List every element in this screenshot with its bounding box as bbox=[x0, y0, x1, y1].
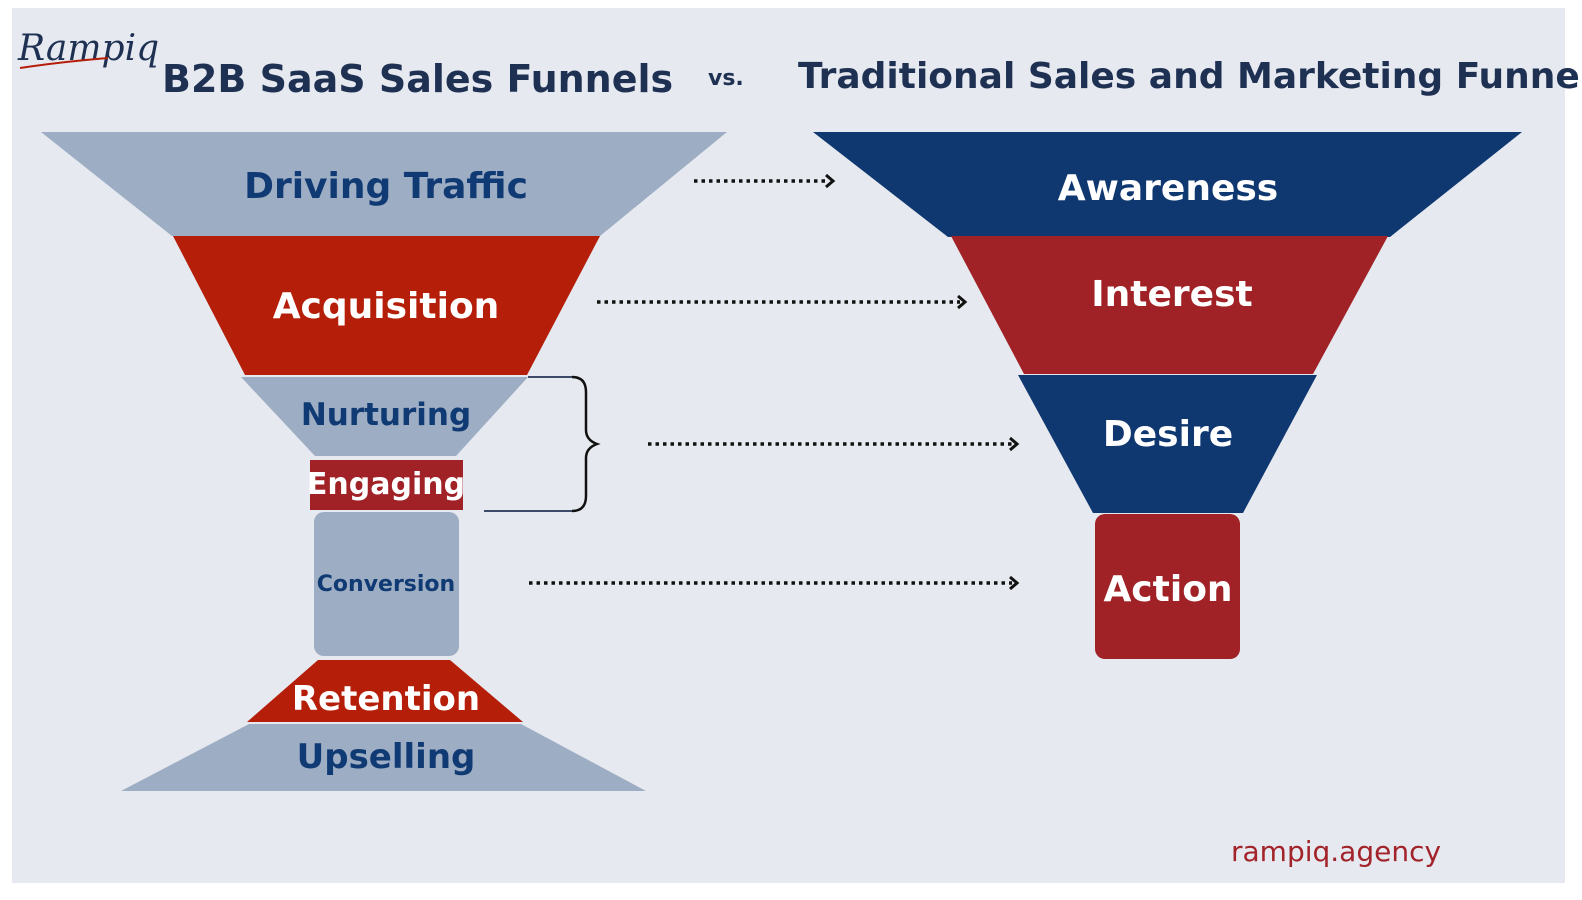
stage-conversion bbox=[314, 512, 459, 656]
vs-label: vs. bbox=[708, 66, 744, 91]
label-acquisition: Acquisition bbox=[273, 286, 500, 327]
label-action: Action bbox=[1103, 569, 1232, 610]
rampiq-logo: Rampiq bbox=[17, 28, 159, 69]
arrow-nurturing-engaging-to-desire bbox=[648, 436, 1020, 452]
brace-curve bbox=[571, 375, 601, 513]
logo-underline bbox=[19, 57, 109, 69]
arrow-driving-traffic-to-awareness bbox=[694, 173, 836, 189]
stage-interest bbox=[951, 236, 1388, 374]
label-conversion: Conversion bbox=[317, 572, 455, 597]
stage-retention bbox=[247, 660, 523, 722]
logo-text: Rampiq bbox=[17, 28, 159, 69]
right-title: Traditional Sales and Marketing Funnels bbox=[798, 56, 1582, 97]
arrow-acquisition-to-interest bbox=[597, 294, 968, 310]
stage-nurturing bbox=[241, 377, 528, 456]
stage-driving-traffic bbox=[41, 132, 727, 236]
label-interest: Interest bbox=[1091, 274, 1252, 315]
arrow-head-icon bbox=[957, 294, 968, 310]
arrow-conversion-to-action bbox=[529, 575, 1020, 591]
mapping-arrows bbox=[529, 173, 1020, 591]
label-upselling: Upselling bbox=[297, 737, 476, 777]
label-engaging: Engaging bbox=[307, 467, 465, 502]
arrow-head-icon bbox=[825, 173, 836, 189]
stage-upselling bbox=[121, 724, 646, 791]
label-desire: Desire bbox=[1103, 414, 1233, 455]
footer-website: rampiq.agency bbox=[1231, 835, 1441, 868]
arrow-head-icon bbox=[1009, 575, 1020, 591]
stage-desire bbox=[1018, 375, 1317, 513]
label-retention: Retention bbox=[292, 679, 480, 719]
arrow-head-icon bbox=[1009, 436, 1020, 452]
stage-action bbox=[1095, 514, 1240, 659]
label-awareness: Awareness bbox=[1058, 168, 1278, 209]
label-nurturing: Nurturing bbox=[301, 397, 471, 433]
left-funnel bbox=[41, 132, 727, 791]
stage-awareness bbox=[813, 132, 1522, 237]
right-funnel bbox=[813, 132, 1522, 659]
brace-nurturing-engaging bbox=[484, 375, 601, 513]
stage-engaging bbox=[310, 460, 463, 510]
stage-acquisition bbox=[173, 236, 600, 375]
left-title: B2B SaaS Sales Funnels bbox=[162, 57, 673, 101]
label-driving-traffic: Driving Traffic bbox=[244, 166, 528, 207]
